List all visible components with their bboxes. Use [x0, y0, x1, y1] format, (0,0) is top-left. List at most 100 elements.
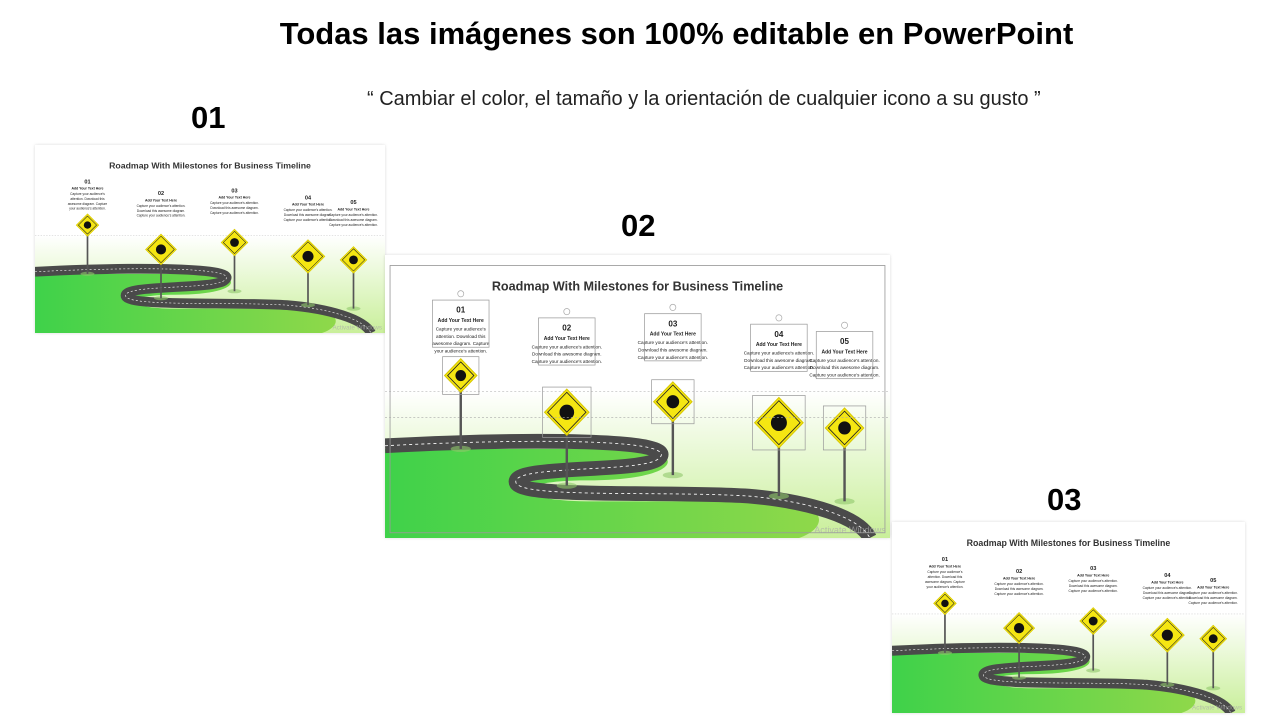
milestone-text: Capture your audience's — [927, 570, 962, 574]
milestone-text: Download this awesome diagram. — [995, 587, 1044, 591]
slide-title: Roadmap With Milestones for Business Tim… — [492, 278, 783, 293]
milestone-text: Capture your audience's attention. — [994, 582, 1043, 586]
milestone-text: Capture your audience's attention. — [284, 218, 333, 222]
envelope-icon — [770, 414, 787, 432]
milestone-text: awesome diagram. Capture — [925, 580, 965, 584]
lock-icon — [941, 599, 949, 608]
milestone-text: Capture your audience's attention. — [638, 340, 708, 346]
milestone-text: Capture your audience's attention. — [744, 365, 814, 371]
milestone-heading: Add Your Text Here — [544, 336, 590, 342]
milestone-text: Capture your audience's attention. — [329, 213, 378, 217]
milestone-text: awesome diagram. Capture — [432, 341, 489, 347]
slide-canvas: Roadmap With Milestones for Business Tim… — [892, 538, 1245, 713]
slide-number-1: 01 — [191, 100, 226, 135]
milestone-heading: Add Your Text Here — [1077, 573, 1109, 577]
milestone-text: Capture your audience's attention. — [532, 344, 602, 350]
slide-selection-frame[interactable] — [389, 265, 886, 534]
sign-pole — [565, 412, 569, 486]
milestone-heading: Add Your Text Here — [1151, 581, 1183, 585]
milestone-heading: Add Your Text Here — [650, 332, 696, 338]
milestone-text: Download this awesome diagram. — [532, 352, 602, 358]
milestone-text: Capture your audience's attention. — [1189, 591, 1238, 595]
milestone-text: Capture your audience's attention. — [994, 592, 1043, 596]
sign-pole — [352, 259, 355, 309]
milestone-number: 02 — [562, 323, 571, 332]
coins-icon — [230, 238, 239, 247]
sign-pole — [1166, 635, 1169, 685]
milestone-heading: Add Your Text Here — [756, 342, 802, 348]
milestone-text: Download this awesome diagram. — [744, 358, 814, 364]
sign-pole — [459, 375, 462, 449]
sign-pole — [307, 256, 309, 306]
rotate-handle[interactable] — [775, 314, 783, 322]
sign-pole — [944, 603, 946, 653]
milestone-text: Download this awesome diagram. — [210, 206, 258, 210]
slide-number-2: 02 — [621, 208, 656, 243]
rotate-handle[interactable] — [457, 290, 465, 298]
milestone-number: 01 — [456, 306, 465, 315]
milestone-text: Capture your audience's attention. — [1143, 586, 1192, 590]
selection-box[interactable] — [815, 331, 874, 380]
milestone-text: Capture your audience's attention. — [137, 214, 186, 218]
milestone-number: 02 — [1016, 569, 1022, 575]
milestone-number: 05 — [1210, 578, 1216, 584]
milestone-text: Capture your audience's attention. — [1143, 596, 1192, 600]
envelope-icon — [302, 250, 314, 262]
milestone-text: Download this awesome diagram. — [329, 218, 377, 222]
selection-box[interactable] — [432, 299, 490, 348]
milestone-heading: Add Your Text Here — [1197, 585, 1229, 589]
sign-pole — [671, 401, 675, 476]
milestone-text: your audience's attention. — [69, 207, 106, 211]
briefcase-icon — [349, 255, 358, 265]
milestone-text: attention. Download this — [70, 197, 105, 201]
handshake-icon — [1013, 622, 1025, 634]
envelope-icon — [1161, 629, 1173, 641]
milestone-text: Download this awesome diagram. — [137, 209, 185, 213]
slide-preview-3[interactable]: Roadmap With Milestones for Business Tim… — [892, 522, 1245, 713]
rotate-handle[interactable] — [841, 321, 848, 329]
sign-pole — [1018, 628, 1020, 678]
milestone-text: Capture your audience's attention. — [284, 208, 333, 212]
milestone-number: 01 — [942, 557, 948, 563]
rotate-handle[interactable] — [563, 308, 571, 316]
slide-preview-1[interactable]: Roadmap With Milestones for Business Tim… — [35, 145, 385, 333]
milestone-text: Capture your audience's attention. — [744, 351, 814, 357]
milestone-text: Capture your audience's attention. — [638, 355, 708, 361]
milestone-number: 05 — [350, 200, 356, 206]
milestone-number: 05 — [840, 337, 849, 346]
milestone-text: your audience's attention. — [434, 348, 487, 354]
milestone-text: Capture your audience's attention. — [137, 204, 186, 208]
lock-icon — [83, 221, 92, 229]
milestone-number: 01 — [84, 179, 90, 185]
watermark: Activate Windows — [814, 525, 886, 535]
slide-number-3: 03 — [1047, 482, 1082, 517]
milestone-number: 02 — [158, 191, 164, 197]
rotate-handle[interactable] — [669, 303, 677, 311]
milestone-number: 03 — [1090, 566, 1096, 572]
milestone-text: Download this awesome diagram. — [284, 213, 332, 217]
sign-pole — [160, 249, 162, 299]
milestone-heading: Add Your Text Here — [337, 207, 369, 211]
milestone-text: Capture your audience's — [436, 326, 487, 332]
milestone-text: awesome diagram. Capture — [68, 202, 108, 206]
milestone-text: Capture your audience's attention. — [329, 223, 378, 227]
selection-box[interactable] — [538, 317, 596, 366]
selection-box[interactable] — [750, 323, 808, 372]
selection-box[interactable] — [644, 313, 702, 362]
page-subtitle: “ Cambiar el color, el tamaño y la orien… — [367, 88, 1041, 110]
sign-pole — [777, 422, 781, 497]
coins-icon — [666, 395, 680, 409]
milestone-number: 03 — [668, 319, 677, 328]
slide-preview-2[interactable]: Roadmap With Milestones for Business Tim… — [385, 255, 890, 538]
slide-title: Roadmap With Milestones for Business Tim… — [109, 161, 311, 171]
